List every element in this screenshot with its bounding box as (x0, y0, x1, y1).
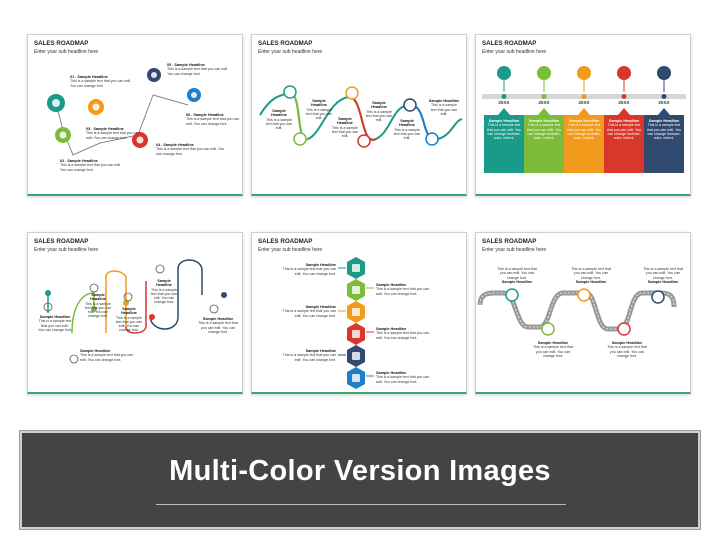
s2-node-5 (403, 98, 417, 112)
s4-node-5 (221, 292, 227, 298)
s3-year-3: 20XX (578, 100, 590, 105)
s3-col-5 (644, 66, 684, 173)
s5-graphic (338, 257, 374, 389)
slide-thumbnail-3[interactable]: SALES ROADMAP Enter your sub headline he… (475, 34, 691, 196)
version-banner: Multi-Color Version Images (19, 430, 701, 530)
s4-node-2 (91, 306, 97, 312)
s3-year-5: 20XX (658, 100, 670, 105)
slide-subtitle: Enter your sub headline here (258, 49, 323, 55)
s1-graphic (47, 68, 201, 156)
slide-title: SALES ROADMAP (258, 238, 313, 245)
s6-node-3 (577, 288, 591, 302)
slide-subtitle: Enter your sub headline here (482, 49, 547, 55)
slide-subtitle: Enter your sub headline here (482, 247, 547, 253)
s6-label-2: This is a sample text that you can edit.… (571, 267, 611, 284)
banner-underline (156, 504, 566, 505)
s2-node-4 (357, 134, 371, 148)
slide-subtitle: Enter your sub headline here (258, 247, 323, 253)
slide-thumbnail-2[interactable]: SALES ROADMAP Enter your sub headline he… (251, 34, 467, 196)
s3-graphic (482, 66, 686, 173)
s6-node-5 (651, 290, 665, 304)
slide-thumbnail-4[interactable]: SALES ROADMAP Enter your sub headline he… (27, 232, 243, 394)
slide-thumbnail-6[interactable]: SALES ROADMAP Enter your sub headline he… (475, 232, 691, 394)
s4-node-4 (149, 314, 155, 320)
slide-subtitle: Enter your sub headline here (34, 247, 99, 253)
s3-col-2 (524, 66, 564, 173)
s2-node-2 (293, 132, 307, 146)
s3-col-4 (604, 66, 644, 173)
s4-node-3 (123, 300, 129, 306)
s6-graphic (477, 288, 677, 336)
slide-thumbnail-1[interactable]: SALES ROADMAP Enter your sub headline he… (27, 34, 243, 196)
slide-title: SALES ROADMAP (482, 40, 537, 47)
s2-node-3 (345, 86, 359, 100)
s6-node-1 (505, 288, 519, 302)
banner-title: Multi-Color Version Images (169, 455, 551, 487)
slide-title: SALES ROADMAP (482, 238, 537, 245)
s6-label-1: This is a sample text that you can edit.… (497, 267, 537, 284)
s6-node-4 (617, 322, 631, 336)
s2-node-6 (425, 132, 439, 146)
slide-title: SALES ROADMAP (258, 40, 313, 47)
slide-title: SALES ROADMAP (34, 238, 89, 245)
s2-graphic (259, 85, 463, 148)
s2-node-1 (283, 85, 297, 99)
s3-year-2: 20XX (538, 100, 550, 105)
slide-subtitle: Enter your sub headline here (34, 49, 99, 55)
slide-title: SALES ROADMAP (34, 40, 89, 47)
s3-year-1: 20XX (498, 100, 510, 105)
s3-year-4: 20XX (618, 100, 630, 105)
s6-label-3: This is a sample text that you can edit.… (643, 267, 683, 284)
slide-thumbnail-5[interactable]: SALES ROADMAP Enter your sub headline he… (251, 232, 467, 394)
s3-col-3 (564, 66, 604, 173)
s4-graphic (43, 259, 227, 364)
s6-node-2 (541, 322, 555, 336)
s3-col-1 (484, 66, 524, 173)
s4-node-1 (45, 290, 51, 296)
